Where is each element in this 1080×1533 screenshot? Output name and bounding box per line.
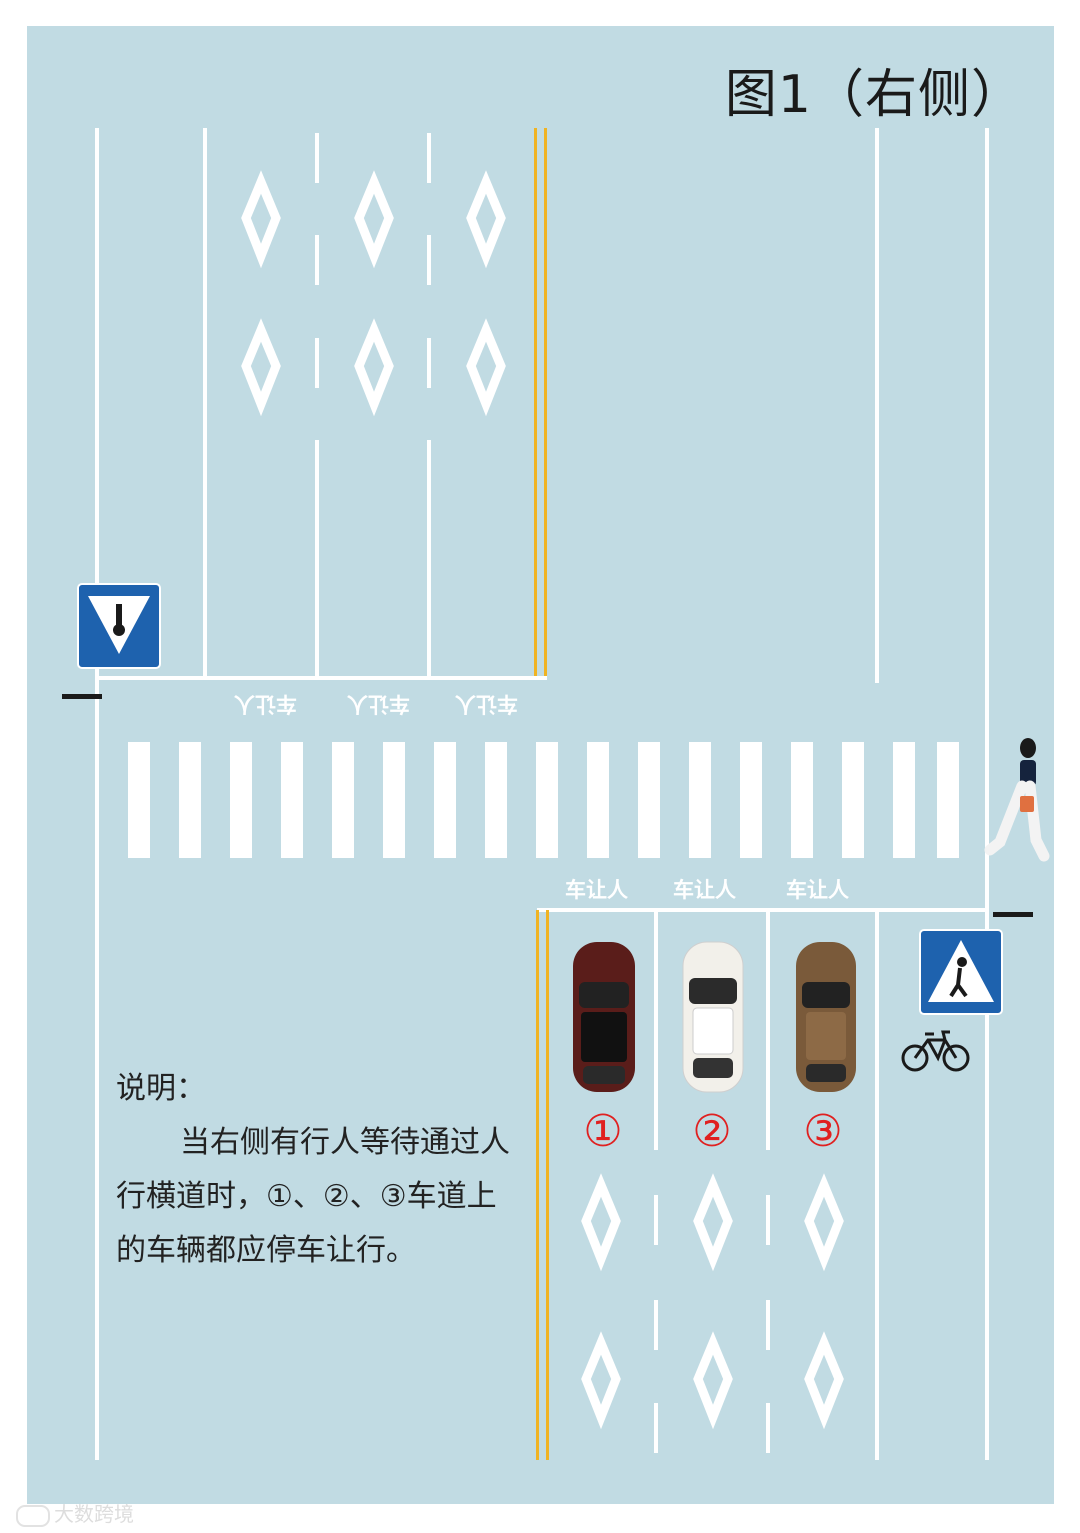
car-3 (796, 942, 856, 1092)
upper-lane-line (875, 128, 879, 683)
lower-lane-line (875, 910, 879, 1460)
lane-number-3: ③ (803, 1106, 842, 1157)
note-heading: 说明： (116, 1062, 526, 1116)
lower-yield-text: 车让人 (673, 878, 736, 902)
lower-yield-text: 车让人 (565, 878, 628, 902)
watermark-logo-icon (16, 1505, 50, 1527)
lower-center-yellow-line (536, 910, 539, 1460)
page-title: 图1（右侧） (725, 52, 1024, 127)
explanation-note: 说明： 当右侧有行人等待通过人行横道时，①、②、③车道上的车辆都应停车让行。 (116, 1062, 526, 1278)
car-1 (573, 942, 635, 1092)
lower-center-yellow-line (546, 910, 549, 1460)
lower-lane-line (766, 910, 770, 1150)
car-2 (683, 942, 743, 1092)
right-edge-line (985, 128, 989, 1460)
lane-numbers: ① ② ③ (583, 1106, 842, 1157)
watermark-text: 大数跨境 (54, 1502, 134, 1526)
upper-yield-texts: 车让人 车让人 车让人 (234, 692, 518, 716)
lower-yield-text: 车让人 (786, 878, 849, 902)
upper-center-yellow-line (534, 128, 537, 678)
lower-yield-texts: 车让人 车让人 车让人 (565, 878, 849, 902)
upper-center-yellow-line (544, 128, 547, 678)
upper-yield-text: 车让人 (347, 692, 410, 716)
lane-number-1: ① (583, 1106, 622, 1157)
upper-yield-text: 车让人 (234, 692, 297, 716)
note-body: 当右侧有行人等待通过人行横道时，①、②、③车道上的车辆都应停车让行。 (116, 1116, 526, 1278)
left-edge-line (95, 128, 99, 1460)
upper-yield-text: 车让人 (455, 692, 518, 716)
lower-lane-line (654, 910, 658, 1150)
watermark: 大数跨境 (16, 1498, 134, 1527)
upper-lane-line (203, 128, 207, 678)
lower-stop-line (537, 908, 987, 912)
lane-number-2: ② (692, 1106, 731, 1157)
upper-stop-line (97, 676, 547, 680)
